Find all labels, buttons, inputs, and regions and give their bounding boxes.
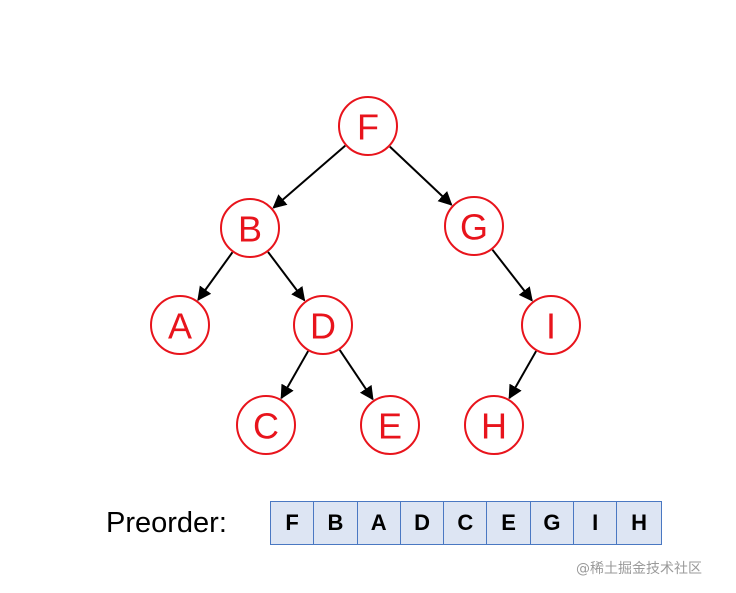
node-circle — [150, 295, 210, 355]
preorder-cell: G — [531, 502, 575, 544]
preorder-cell: B — [314, 502, 358, 544]
node-label: F — [357, 107, 379, 148]
edge-b-a — [197, 251, 234, 301]
edge-g-i — [491, 249, 533, 302]
node-circle — [444, 196, 504, 256]
tree-edges — [197, 144, 538, 401]
tree-node-f: F — [338, 96, 398, 156]
node-label: D — [310, 306, 336, 347]
node-label: H — [481, 406, 507, 447]
node-circle — [293, 295, 353, 355]
edge-d-c — [280, 350, 310, 400]
node-circle — [220, 198, 280, 258]
node-label: I — [546, 306, 556, 347]
tree-node-c: C — [236, 395, 296, 455]
node-circle — [236, 395, 296, 455]
preorder-cell: F — [271, 502, 315, 544]
edge-d-e — [338, 349, 374, 401]
edge-b-d — [267, 251, 306, 302]
preorder-cell: I — [574, 502, 618, 544]
edge-f-g — [389, 145, 453, 206]
preorder-cell: H — [631, 510, 647, 535]
tree-node-b: B — [220, 198, 280, 258]
tree-node-d: D — [293, 295, 353, 355]
watermark: @稀土掘金技术社区 — [576, 561, 702, 577]
node-circle — [521, 295, 581, 355]
node-label: G — [460, 207, 488, 248]
node-label: E — [378, 406, 402, 447]
tree-node-i: I — [521, 295, 581, 355]
node-label: A — [168, 306, 192, 347]
tree-nodes: F B G A D I C E H — [150, 96, 581, 455]
node-label: C — [253, 406, 279, 447]
preorder-cell: A — [358, 502, 401, 544]
preorder-cell: C — [444, 502, 488, 544]
tree-node-e: E — [360, 395, 420, 455]
edge-i-h — [508, 350, 538, 400]
tree-node-g: G — [444, 196, 504, 256]
tree-node-a: A — [150, 295, 210, 355]
preorder-label: Preorder: — [106, 507, 227, 539]
preorder-cell: E — [487, 502, 531, 544]
node-circle — [338, 96, 398, 156]
tree-node-h: H — [464, 395, 524, 455]
node-circle — [360, 395, 420, 455]
node-circle — [464, 395, 524, 455]
edge-f-b — [272, 144, 346, 209]
preorder-cell: D — [401, 502, 445, 544]
node-label: B — [238, 209, 262, 250]
